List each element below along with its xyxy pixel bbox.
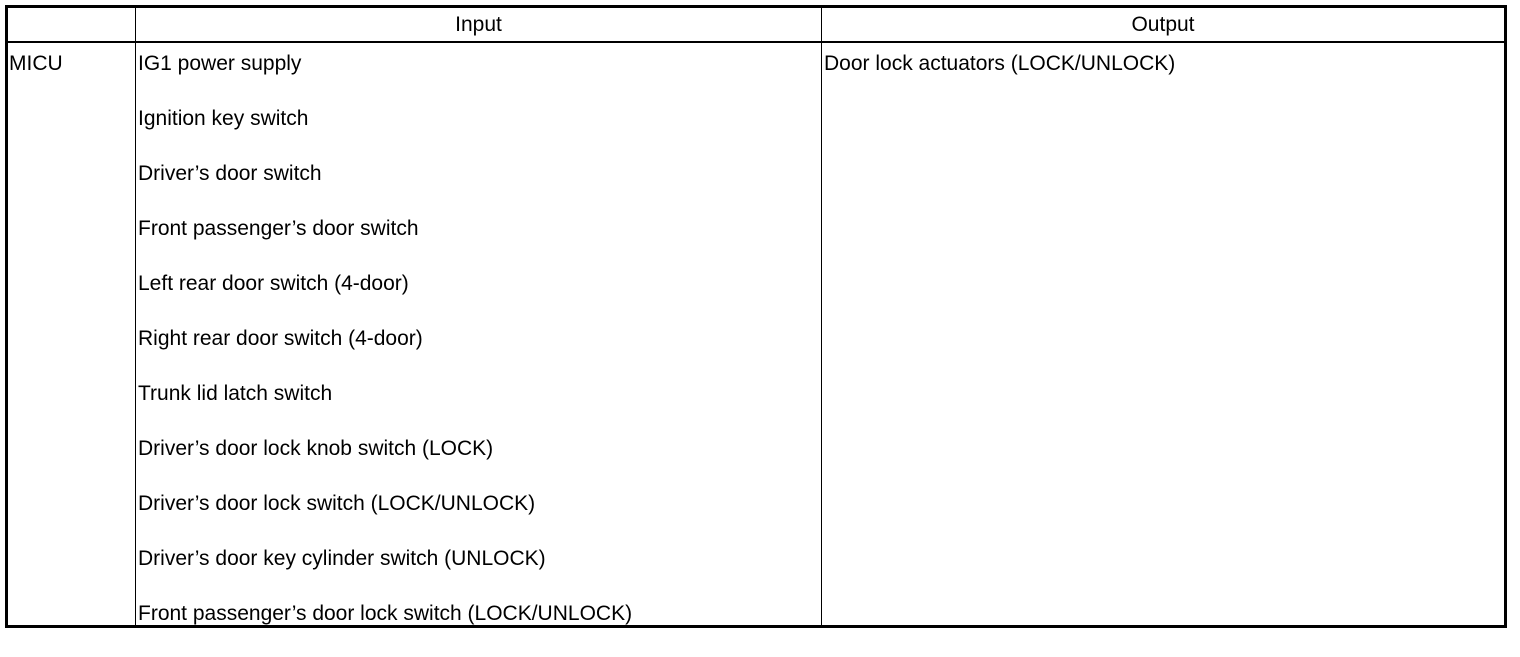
input-item: Front passenger’s door switch <box>138 217 419 240</box>
input-item: IG1 power supply <box>138 52 302 75</box>
input-item: Front passenger’s door lock switch (LOCK… <box>138 602 633 625</box>
input-item: Right rear door switch (4-door) <box>138 327 423 350</box>
input-item: Driver’s door switch <box>138 162 322 185</box>
header-divider <box>8 41 1504 43</box>
unit-cell: MICU <box>9 52 63 75</box>
input-item: Driver’s door lock knob switch (LOCK) <box>138 437 494 460</box>
output-list: Door lock actuators (LOCK/UNLOCK) <box>824 52 1175 107</box>
input-item: Left rear door switch (4-door) <box>138 272 409 295</box>
header-unit <box>8 8 135 41</box>
header-output: Output <box>1131 13 1195 36</box>
output-item: Door lock actuators (LOCK/UNLOCK) <box>824 52 1176 75</box>
io-table: Input Output MICU IG1 power supply Ignit… <box>5 5 1507 628</box>
header-input: Input <box>455 13 502 36</box>
column-divider-unit <box>135 8 136 625</box>
input-item: Driver’s door lock switch (LOCK/UNLOCK) <box>138 492 536 515</box>
input-item: Ignition key switch <box>138 107 309 130</box>
input-item: Trunk lid latch switch <box>138 382 333 405</box>
input-list: IG1 power supply Ignition key switch Dri… <box>138 52 632 657</box>
column-divider-input <box>821 8 822 625</box>
input-item: Driver’s door key cylinder switch (UNLOC… <box>138 547 546 570</box>
